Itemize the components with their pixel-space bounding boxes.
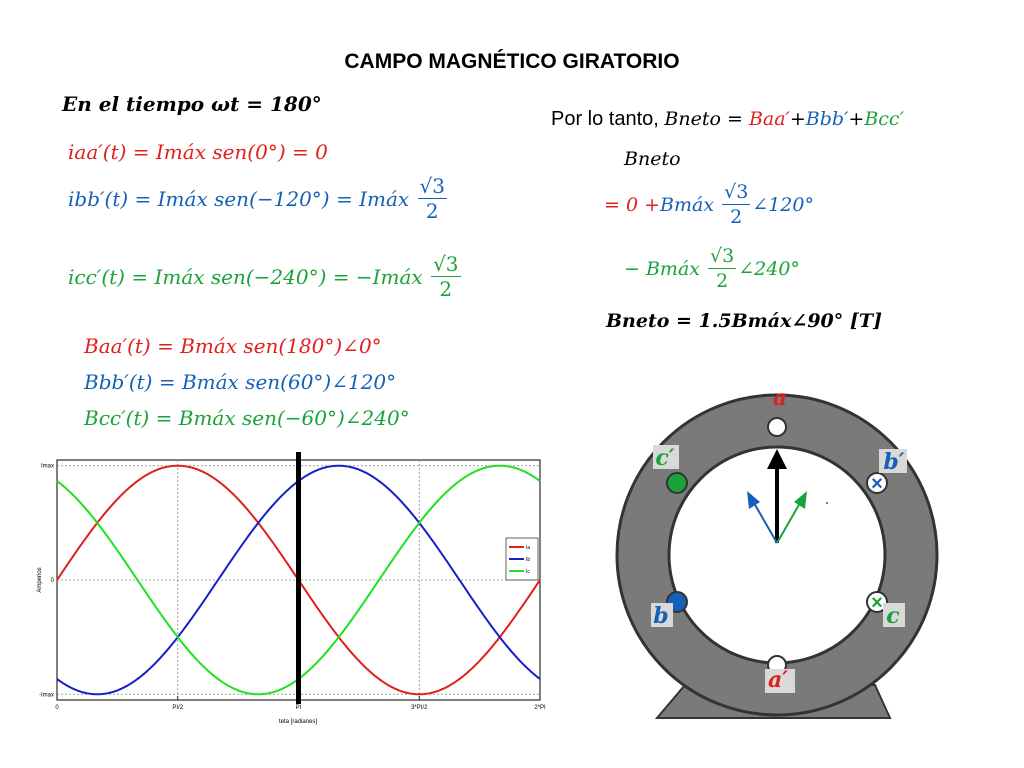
- y-tick-label: 0: [51, 578, 55, 584]
- x-tick-label: PI: [296, 705, 302, 711]
- legend-label-ib: Ib: [526, 557, 530, 563]
- plus-sign: +: [848, 108, 865, 130]
- angle-240: ∠240°: [738, 257, 800, 280]
- sqrt3-numerator: √3: [417, 174, 447, 199]
- bneto-symbol: Bneto: [664, 108, 721, 130]
- page-title: CAMPO MAGNÉTICO GIRATORIO: [344, 50, 680, 73]
- current-bb-text: ibb′(t) = Imáx sen(−120°) = Imáx: [68, 186, 410, 211]
- label-a: a: [773, 385, 787, 411]
- x-tick-label: PI/2: [172, 705, 183, 711]
- bcc-term: Bcc′: [864, 108, 904, 130]
- conclusion-line3: − Bmáx √3 2 ∠240°: [624, 244, 800, 293]
- por-lo-tanto: Por lo tanto,: [551, 108, 665, 130]
- slot-b-prime: [866, 472, 888, 494]
- field-cc-equation: Bcc′(t) = Bmáx sen(−60°)∠240°: [84, 406, 410, 430]
- y-axis-label: Amperios: [37, 567, 43, 592]
- bneto-arrowhead: [767, 449, 787, 469]
- label-bg-b: [651, 603, 673, 627]
- slot-c: [866, 591, 888, 613]
- sqrt3-numerator: √3: [722, 181, 751, 205]
- result-equation: Bneto = 1.5Bmáx∠90° [T]: [606, 310, 883, 332]
- two-denominator: 2: [730, 206, 743, 228]
- angle-120: ∠120°: [752, 193, 814, 216]
- current-cc-text: icc′(t) = Imáx sen(−240°) = −Imáx: [68, 264, 423, 289]
- label-bg-b-prime: [879, 449, 907, 473]
- minus-bmax-term: − Bmáx: [624, 257, 700, 280]
- c-fraction: √3 2: [708, 244, 737, 293]
- bmax-term: Bmáx: [660, 193, 715, 216]
- x-axis-label: teta [radianes]: [279, 719, 317, 725]
- field-aa-equation: Baa′(t) = Bmáx sen(180°)∠0°: [84, 334, 382, 358]
- sqrt3-numerator: √3: [708, 245, 737, 269]
- b-fraction: √3 2: [722, 180, 751, 229]
- y-tick-label: -Imax: [39, 692, 54, 698]
- label-a-prime: a′: [768, 667, 788, 693]
- current-cc-equation: icc′(t) = Imáx sen(−240°) = −Imáx √3 2: [68, 252, 463, 301]
- label-c-prime: c′: [655, 445, 674, 471]
- label-bg-a-prime: [765, 669, 795, 693]
- stator-diagram: × × a c′ b′ b c a′: [615, 385, 939, 719]
- bbb-vector: [753, 502, 778, 544]
- label-bg-c-prime: [653, 445, 679, 469]
- equal-sign: =: [720, 108, 749, 130]
- label-bg-c: [883, 603, 905, 627]
- two-denominator: 2: [425, 199, 439, 223]
- sqrt3-numerator: √3: [431, 252, 461, 277]
- bcc-arrowhead: [794, 491, 807, 509]
- bbb-term: Bbb′: [805, 108, 849, 130]
- bcc-vector: [776, 502, 801, 544]
- slot-c-prime: [666, 472, 688, 494]
- label-b: b: [653, 603, 668, 629]
- cross-c: ×: [871, 592, 883, 614]
- baa-term: Baa′: [748, 108, 790, 130]
- field-bb-equation: Bbb′(t) = Bmáx sen(60°)∠120°: [84, 370, 397, 394]
- current-bb-fraction: √3 2: [417, 174, 447, 223]
- x-tick-label: 0: [55, 705, 59, 711]
- plus-sign: +: [789, 108, 806, 130]
- label-c: c: [886, 603, 900, 629]
- time-label: En el tiempo ωt = 180°: [62, 92, 322, 116]
- series-layer: [56, 452, 541, 704]
- y-tick-label: Imax: [41, 464, 54, 470]
- slot-a: [767, 417, 787, 437]
- two-denominator: 2: [716, 270, 729, 292]
- label-b-prime: b′: [883, 449, 904, 475]
- conclusion-line2: = 0 + Bmáx √3 2 ∠120°: [604, 180, 814, 229]
- legend-label-ia: Ia: [526, 545, 530, 551]
- x-tick-label: 2*PI: [534, 705, 546, 711]
- cross-b-prime: ×: [871, 473, 883, 495]
- bbb-arrowhead: [747, 491, 760, 509]
- zero-term: = 0 +: [604, 193, 661, 216]
- two-denominator: 2: [439, 277, 453, 301]
- x-tick-label: 3*PI/2: [411, 705, 428, 711]
- bneto-line: Bneto: [624, 148, 681, 170]
- current-aa-equation: iaa′(t) = Imáx sen(0°) = 0: [68, 140, 328, 164]
- conclusion-line1: Por lo tanto, Bneto = Baa′+Bbb′+Bcc′: [551, 108, 904, 131]
- current-cc-fraction: √3 2: [431, 252, 461, 301]
- current-bb-equation: ibb′(t) = Imáx sen(−120°) = Imáx √3 2: [68, 174, 449, 223]
- small-dot: [826, 502, 828, 504]
- legend-label-ic: Ic: [526, 569, 530, 575]
